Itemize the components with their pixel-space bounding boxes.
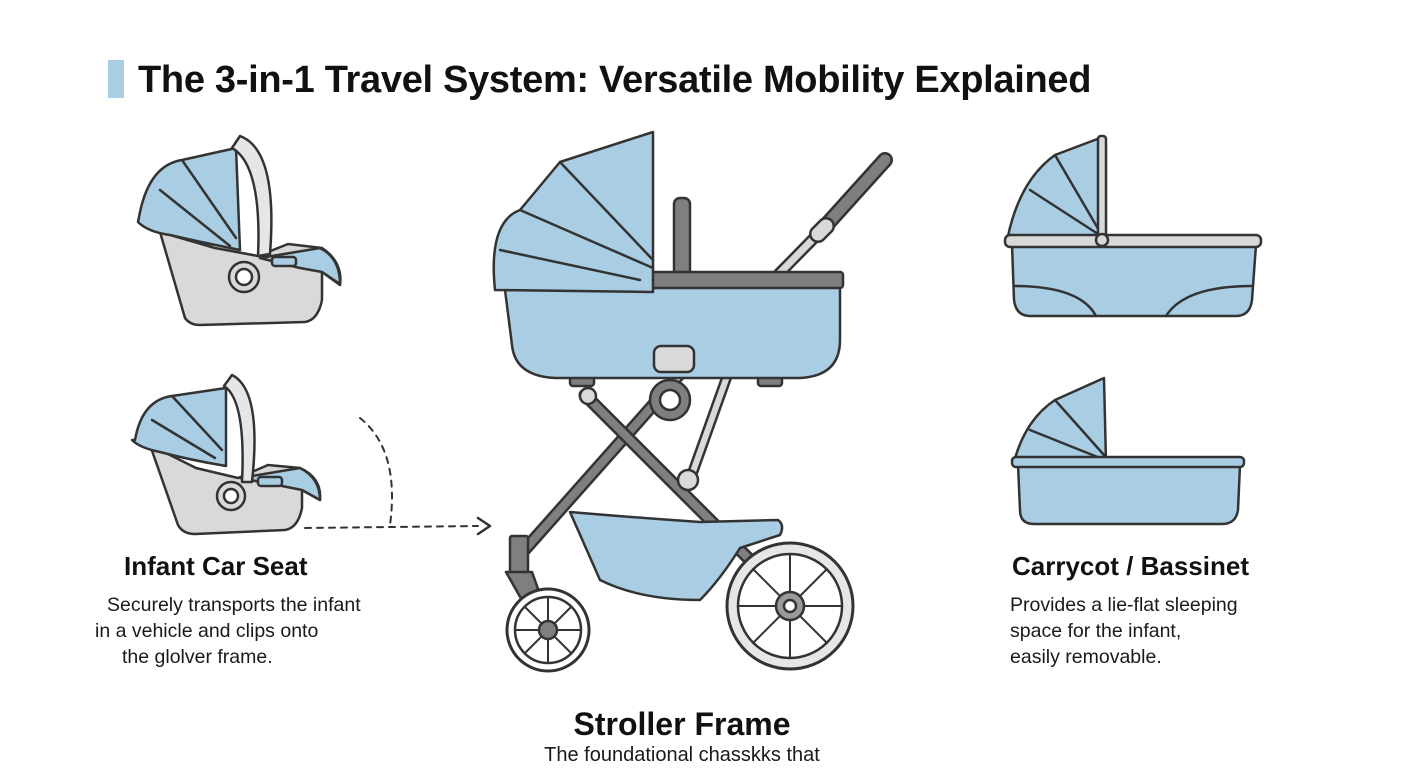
car-seat-lower-illustration (130, 373, 322, 536)
carrycot-rim (1003, 233, 1263, 249)
carrycot-description-line: Provides a lie-flat sleeping (1010, 594, 1238, 616)
front-fork (508, 534, 530, 576)
car-seat-canopy (130, 386, 228, 468)
stroller-carrycot-body (503, 283, 842, 380)
stroller-frame-description-line: The foundational chasskks that (544, 744, 820, 766)
carrycot-body (1016, 463, 1242, 526)
car-seat-upper-illustration (136, 134, 342, 327)
canopy-rib (170, 394, 224, 452)
car-seat-slot (270, 255, 298, 268)
canopy-rib (1028, 428, 1102, 460)
canopy-rib (150, 418, 217, 460)
car-seat-handle (230, 134, 273, 258)
car-seat-canopy (136, 146, 242, 252)
carrycot-rim (1010, 455, 1246, 469)
carrycot-body (1010, 243, 1258, 318)
carrycot-description-line: easily removable. (1010, 646, 1162, 668)
carrycot-canopy (1006, 136, 1102, 240)
canopy-rib (158, 188, 232, 248)
stroller-canopy (492, 130, 655, 294)
canopy-rib (1053, 398, 1106, 457)
carrycot-canopy (1012, 376, 1108, 464)
carrycot-seam (1164, 284, 1254, 318)
car-seat-slot (256, 475, 284, 488)
car-seat-description-line: Securely transports the infant (107, 594, 361, 616)
car-seat-handle (222, 373, 256, 484)
car-seat-description-line: the glolver frame. (122, 646, 273, 668)
canopy-rib (558, 160, 655, 262)
car-seat-description-line: in a vehicle and clips onto (95, 620, 319, 642)
canopy-rib (498, 248, 642, 282)
canopy-rib (180, 158, 238, 240)
canopy-rib (1028, 188, 1100, 236)
carrycot-description-line: space for the infant, (1010, 620, 1182, 642)
basket (568, 510, 784, 602)
carrycot-upper-illustration (1003, 134, 1263, 318)
canopy-rib (1053, 153, 1102, 234)
car-seat-heading: Infant Car Seat (124, 551, 308, 581)
title-accent-bar (108, 60, 124, 98)
frame-hub (578, 386, 598, 406)
page-title: The 3-in-1 Travel System: Versatile Mobi… (138, 59, 1092, 101)
canopy-rib (518, 208, 655, 270)
arrow-head (476, 516, 492, 536)
stroller-illustration (492, 130, 893, 673)
attach-arrow (304, 417, 492, 536)
carrycot-heading: Carrycot / Bassinet (1012, 551, 1249, 581)
carrycot-seam (1012, 284, 1098, 318)
frame-hub (676, 468, 700, 492)
seat-adapter (652, 344, 696, 374)
carrycot-backrest-post (672, 196, 692, 280)
canopy-hinge-bar (1096, 134, 1108, 242)
canopy-hinge (1094, 232, 1110, 248)
carrycot-lower-illustration (1010, 376, 1246, 526)
stroller-frame-heading: Stroller Frame (573, 706, 791, 742)
